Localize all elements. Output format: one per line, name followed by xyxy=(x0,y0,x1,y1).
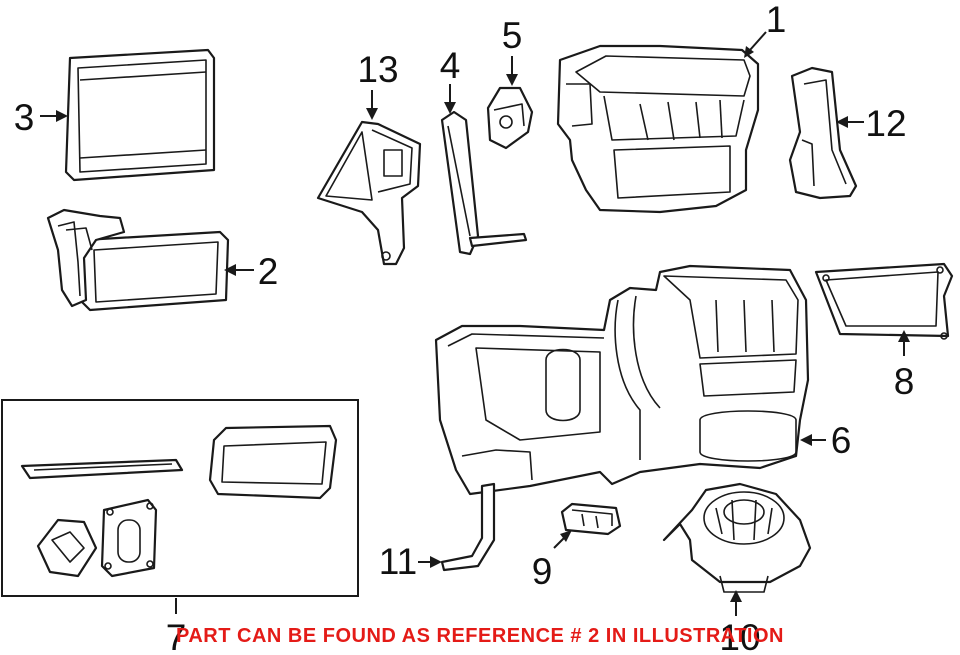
callout-5: 5 xyxy=(502,15,523,56)
footer-note: PART CAN BE FOUND AS REFERENCE # 2 IN IL… xyxy=(176,625,784,647)
kit-cabin-filter xyxy=(208,424,338,500)
callout-13: 13 xyxy=(357,49,398,90)
callout-7: 7 xyxy=(166,617,187,655)
part-7-filter-kit-box[interactable] xyxy=(1,399,359,597)
callout-3: 3 xyxy=(14,97,35,138)
leader-5 xyxy=(506,56,518,86)
leader-11 xyxy=(418,556,442,568)
callout-8: 8 xyxy=(894,361,915,402)
leader-13 xyxy=(366,90,378,120)
part-4-linkage-arm[interactable] xyxy=(440,110,528,256)
part-5-actuator-motor[interactable] xyxy=(486,86,534,150)
part-1-hvac-case[interactable] xyxy=(556,44,760,214)
kit-filter-strip xyxy=(20,458,184,480)
part-10-blower-motor[interactable] xyxy=(662,482,812,593)
leader-12 xyxy=(836,116,864,128)
part-11-drain-tube[interactable] xyxy=(440,482,496,572)
callout-1: 1 xyxy=(766,0,787,40)
leader-1 xyxy=(744,31,767,58)
leader-3 xyxy=(40,110,68,122)
leader-6 xyxy=(800,434,826,446)
callout-4: 4 xyxy=(440,45,461,86)
leader-2 xyxy=(224,264,254,276)
callout-2: 2 xyxy=(258,251,279,292)
leader-10 xyxy=(730,590,742,616)
part-8-mounting-plate[interactable] xyxy=(814,262,954,340)
callout-10: 10 xyxy=(719,617,760,655)
callout-6: 6 xyxy=(831,420,852,461)
kit-gasket xyxy=(100,498,158,578)
callout-9: 9 xyxy=(532,551,553,592)
leader-9 xyxy=(553,530,572,549)
part-3-heater-core[interactable] xyxy=(64,48,216,182)
callout-11: 11 xyxy=(379,541,417,582)
part-9-blower-resistor[interactable] xyxy=(560,502,622,536)
leader-8 xyxy=(898,330,910,356)
kit-connector xyxy=(36,518,98,578)
part-2-evaporator-core[interactable] xyxy=(46,208,230,312)
part-13-actuator-bracket[interactable] xyxy=(316,120,422,266)
part-12-duct[interactable] xyxy=(788,66,858,200)
leader-4 xyxy=(444,84,456,114)
part-6-hvac-housing[interactable] xyxy=(434,264,810,496)
callout-12: 12 xyxy=(865,103,906,144)
